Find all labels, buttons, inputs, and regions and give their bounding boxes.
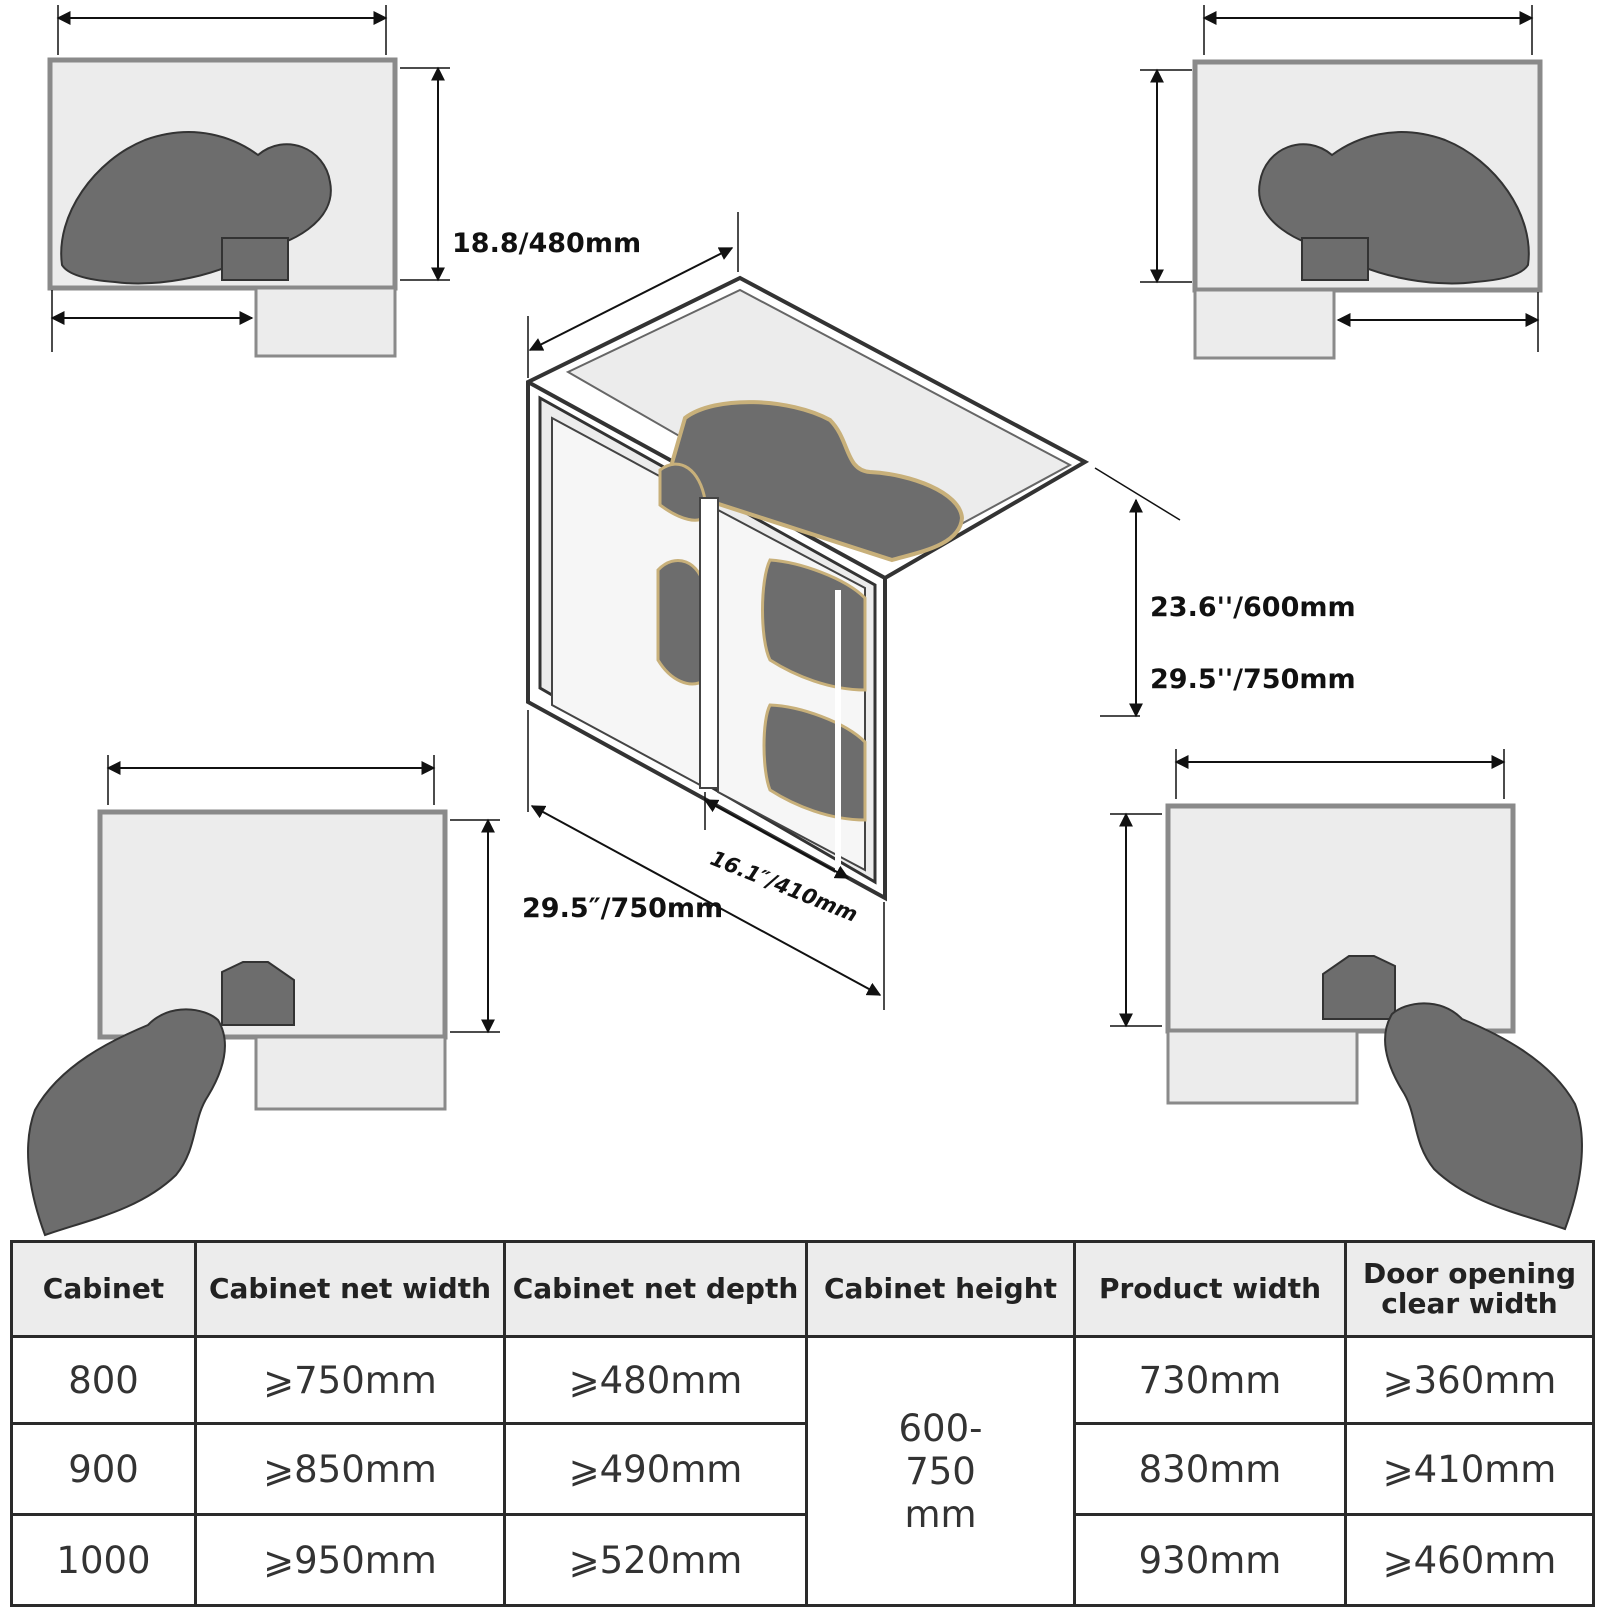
cell-cabinet: 900 (10, 1422, 197, 1516)
cell-product-width: 730mm (1073, 1335, 1347, 1425)
table-row: 800 ⩾750mm ⩾480mm 600-750 mm 730mm ⩾360m… (10, 1335, 1595, 1607)
header-product-width: Product width (1073, 1240, 1347, 1338)
header-door-width: Door opening clear width (1344, 1240, 1595, 1338)
cell-net-width: ⩾950mm (194, 1513, 506, 1607)
cell-net-depth: ⩾480mm (503, 1335, 808, 1425)
spec-table: Cabinet Cabinet net width Cabinet net de… (10, 1240, 1595, 1607)
header-cabinet: Cabinet (10, 1240, 197, 1338)
cell-net-depth: ⩾490mm (503, 1422, 808, 1516)
header-net-width: Cabinet net width (194, 1240, 506, 1338)
isometric-cabinet (526, 212, 1181, 1010)
plan-view-top-right (1140, 5, 1543, 360)
cell-door-width: ⩾360mm (1344, 1335, 1595, 1425)
table-row: 1000 ⩾950mm ⩾520mm 930mm ⩾460mm (10, 1513, 1595, 1607)
cell-door-width: ⩾410mm (1344, 1422, 1595, 1516)
width-label: 29.5″/750mm (522, 893, 724, 924)
cell-cabinet-height: 600-750 mm (805, 1335, 1076, 1607)
plan-view-top-left (47, 5, 450, 358)
plan-view-bottom-left (27, 755, 500, 1237)
cell-cabinet: 800 (10, 1335, 197, 1425)
cell-net-width: ⩾850mm (194, 1422, 506, 1516)
top-depth-label: 18.8/480mm (452, 228, 642, 259)
cell-product-width: 930mm (1073, 1513, 1347, 1607)
table-header-row: Cabinet Cabinet net width Cabinet net de… (10, 1240, 1595, 1338)
cell-product-width: 830mm (1073, 1422, 1347, 1516)
cell-net-width: ⩾750mm (194, 1335, 506, 1425)
plan-view-bottom-right (1110, 749, 1583, 1231)
height-min-label: 23.6''/600mm (1150, 592, 1356, 623)
table-row: 900 ⩾850mm ⩾490mm 830mm ⩾410mm (10, 1422, 1595, 1516)
height-max-label: 29.5''/750mm (1150, 664, 1356, 695)
cell-door-width: ⩾460mm (1344, 1513, 1595, 1607)
cell-net-depth: ⩾520mm (503, 1513, 808, 1607)
header-net-depth: Cabinet net depth (503, 1240, 808, 1338)
corner-cabinet-diagram (27, 5, 1583, 1237)
cell-cabinet: 1000 (10, 1513, 197, 1607)
header-cabinet-height: Cabinet height (805, 1240, 1076, 1338)
